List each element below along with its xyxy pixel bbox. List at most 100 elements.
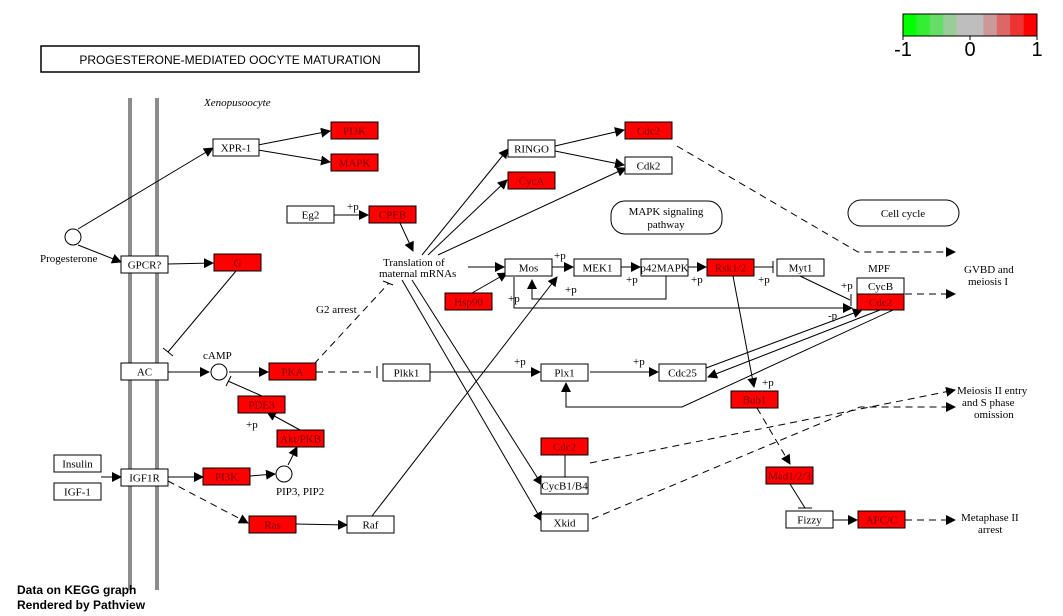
legend-tick-min: -1 (894, 39, 912, 61)
gene-node-label: GPCR? (128, 260, 162, 272)
gene-node-gpcr[interactable]: GPCR? (120, 255, 169, 274)
g2-arrest-label: G2 arrest (316, 304, 357, 316)
gene-node-box (507, 171, 556, 190)
gene-node-xkid[interactable]: Xkid (540, 513, 589, 532)
gene-node-pka[interactable]: PKA (268, 362, 317, 381)
svg-text:+p: +p (554, 250, 566, 262)
gene-node-bub1[interactable]: Bub1 (730, 390, 779, 409)
svg-text:pathway: pathway (647, 219, 685, 231)
gvbd-label-2: meiosis I (968, 276, 1008, 288)
gene-node-fizzy[interactable]: Fizzy (785, 510, 834, 529)
gene-node-label: PI3K (343, 126, 366, 138)
gene-node-mad12[interactable]: Mad1/2/3 (765, 466, 814, 485)
gene-node-box (202, 467, 251, 486)
gene-node-label: Xkid (554, 518, 577, 530)
gene-node-cdc2-mid[interactable]: Cdc2 (540, 437, 589, 456)
gene-node-box (237, 395, 286, 414)
gene-node-pi3k-bot[interactable]: PI3K (202, 467, 251, 486)
gene-node-label: Bub1 (743, 395, 767, 407)
gene-node-box (286, 205, 335, 224)
gene-node-label: PDE3 (248, 400, 275, 412)
mpf-label: MPF (868, 263, 890, 275)
gene-node-ringo[interactable]: RINGO (507, 139, 556, 158)
gene-node-box (540, 476, 589, 495)
gene-node-hsp90[interactable]: Hsp90 (444, 292, 493, 311)
gene-node-mapk[interactable]: MAPK (330, 153, 379, 172)
gene-node-label: Cdk2 (637, 161, 661, 173)
pip3-pip2-label: PIP3, PIP2 (276, 486, 324, 498)
gene-node-akt[interactable]: Akt/PKB (276, 429, 325, 448)
gene-node-box (368, 205, 417, 224)
gvbd-label-1: GVBD and (964, 264, 1014, 276)
gene-node-raf[interactable]: Raf (346, 515, 395, 534)
gene-node-mos[interactable]: Mos (504, 258, 553, 277)
legend-tick-mid: 0 (964, 39, 975, 61)
gene-node-box (540, 513, 589, 532)
gene-node-cyca[interactable]: CycA (507, 171, 556, 190)
gene-node-label: p42MAPK (640, 263, 688, 275)
gene-node-box (706, 258, 755, 277)
svg-text:+p: +p (633, 356, 645, 368)
gene-node-box (120, 362, 169, 381)
translation-label-2: maternal mRNAs (379, 268, 456, 280)
gene-node-p42mapk[interactable]: p42MAPK (640, 258, 689, 277)
gene-node-igf1r[interactable]: IGF1R (120, 468, 169, 487)
gene-node-myt1[interactable]: Myt1 (776, 258, 825, 277)
gene-node-plkk1[interactable]: Plkk1 (382, 363, 431, 382)
gene-node-ras[interactable]: Ras (248, 515, 297, 534)
gene-node-igf1[interactable]: IGF-1 (53, 482, 102, 501)
gene-node-apcc[interactable]: APC/C (857, 510, 906, 529)
gene-node-label: IGF1R (129, 473, 160, 485)
svg-text:+p: +p (246, 419, 258, 431)
gene-node-rsk12[interactable]: Rsk1/2 (706, 258, 755, 277)
gene-node-box (573, 258, 622, 277)
gene-node-label: CycB (868, 281, 893, 293)
gene-node-box (507, 139, 556, 158)
gene-node-pi3k-top[interactable]: PI3K (330, 121, 379, 140)
progesterone-compound[interactable] (64, 228, 82, 246)
gene-node-label: Ras (264, 520, 281, 532)
gene-node-mek1[interactable]: MEK1 (573, 258, 622, 277)
gene-node-insulin[interactable]: Insulin (53, 454, 102, 473)
gene-node-box (785, 510, 834, 529)
gene-node-ac[interactable]: AC (120, 362, 169, 381)
gene-node-label: MAPK (339, 158, 371, 170)
metaphase-label-2: arrest (978, 524, 1002, 536)
mapk-pathway-link[interactable]: MAPK signaling pathway (610, 200, 723, 235)
meiosis2-label-2: and S phase (962, 397, 1015, 409)
gene-node-eg2[interactable]: Eg2 (286, 205, 335, 224)
gene-node-plx1[interactable]: Plx1 (540, 363, 589, 382)
cell-membrane (128, 98, 159, 590)
gene-node-box (53, 454, 102, 473)
gene-node-box (330, 153, 379, 172)
gene-node-box (857, 510, 906, 529)
gene-node-label: Cdc25 (668, 368, 697, 380)
gene-node-cpeb[interactable]: CPEB (368, 205, 417, 224)
gene-node-label: Cdc2 (637, 126, 660, 138)
gene-node-xpr1[interactable]: XPR-1 (212, 138, 260, 157)
gene-node-label: PKA (281, 367, 303, 379)
gene-node-g[interactable]: G (213, 253, 262, 272)
gene-node-cdc25[interactable]: Cdc25 (658, 363, 707, 382)
gene-node-label: CycA (519, 176, 545, 188)
phospho-annotations: +p +p +p +p +p +p +p +p -p +p +p +p +p (246, 201, 853, 431)
gene-node-cycb[interactable]: CycB (856, 277, 905, 295)
camp-compound[interactable] (210, 363, 228, 381)
svg-text:+p: +p (758, 274, 770, 286)
gene-node-cycb1b4[interactable]: CycB1/B4 (540, 476, 589, 495)
meiosis2-label-3: omission (974, 409, 1014, 421)
svg-text:+p: +p (691, 274, 703, 286)
gene-node-cdk2[interactable]: Cdk2 (624, 156, 673, 175)
svg-text:+p: +p (565, 284, 577, 296)
gene-node-box (730, 390, 779, 409)
gene-node-box (444, 292, 493, 311)
gene-node-cdc2-mpf[interactable]: Cdc2 (856, 293, 905, 311)
gene-node-label: Akt/PKB (280, 434, 321, 446)
gene-node-pde3[interactable]: PDE3 (237, 395, 286, 414)
pip3-pip2-compound[interactable] (275, 465, 293, 483)
gene-node-box (276, 429, 325, 448)
cell-cycle-link[interactable]: Cell cycle (847, 199, 960, 227)
gene-node-cdc2-top[interactable]: Cdc2 (624, 121, 673, 140)
gene-node-box (624, 156, 673, 175)
